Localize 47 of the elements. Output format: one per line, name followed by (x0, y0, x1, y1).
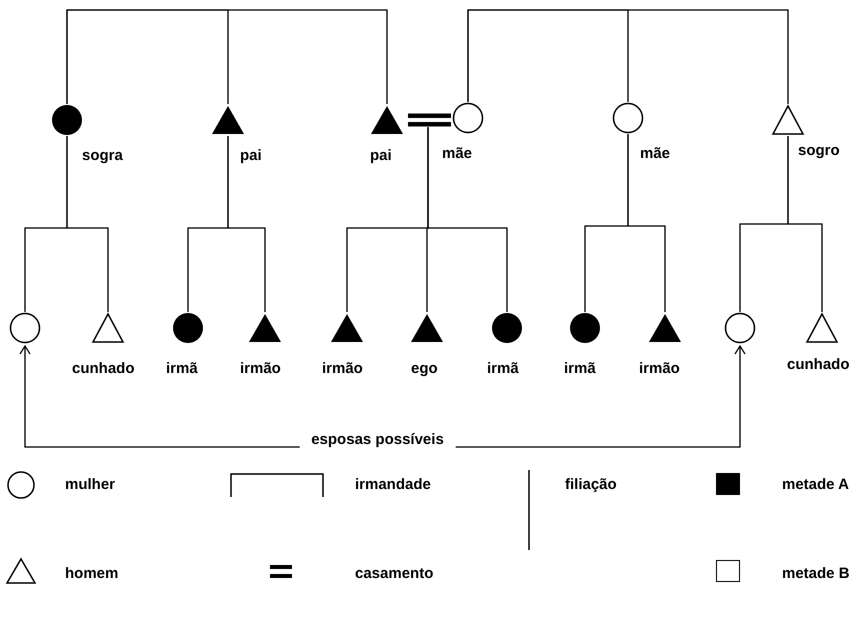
kin-label: sogro (798, 141, 840, 161)
woman-circle (171, 312, 205, 344)
man-triangle (330, 312, 364, 344)
woman-circle (50, 104, 84, 136)
kin-label: cunhado (787, 355, 850, 375)
man-triangle (410, 312, 444, 344)
kin-label: irmão (322, 359, 363, 379)
kin-label: irmã (487, 359, 519, 379)
kin-label: irmã (564, 359, 596, 379)
kinship-line (787, 136, 823, 312)
kinship-line (627, 134, 666, 312)
kinship-line (66, 136, 109, 312)
kin-label: cunhado (72, 359, 134, 379)
man-triangle (211, 104, 245, 136)
kinship-line (467, 9, 789, 104)
woman-circle (611, 102, 645, 134)
legend-label: casamento (355, 564, 434, 584)
kinship-line (66, 9, 388, 104)
kin-label: ego (411, 359, 438, 379)
legend-label: metade B (782, 564, 850, 584)
kin-label: sogra (82, 146, 123, 166)
kin-label: mãe (640, 144, 670, 164)
kin-label: irmã (166, 359, 198, 379)
legend-label: homem (65, 564, 118, 584)
legend-label: irmandade (355, 475, 431, 495)
kin-label: pai (240, 146, 262, 166)
man-triangle (648, 312, 682, 344)
man-triangle (805, 312, 839, 344)
woman-circle (8, 312, 42, 344)
kin-label: pai (370, 146, 392, 166)
man-triangle (248, 312, 282, 344)
kin-label: irmão (639, 359, 680, 379)
marriage-sign (408, 114, 451, 126)
man-triangle (370, 104, 404, 136)
legend-label: filiação (565, 475, 617, 495)
woman-circle (723, 312, 757, 344)
kinship-line (227, 136, 266, 312)
kin-label: mãe (442, 144, 472, 164)
man-triangle (91, 312, 125, 344)
woman-circle (451, 102, 485, 134)
man-triangle (771, 104, 805, 136)
kin-label: irmão (240, 359, 281, 379)
legend-label: mulher (65, 475, 116, 495)
kinship-line (427, 127, 508, 312)
legend-label: metade A (782, 475, 849, 495)
woman-circle (568, 312, 602, 344)
woman-circle (490, 312, 524, 344)
